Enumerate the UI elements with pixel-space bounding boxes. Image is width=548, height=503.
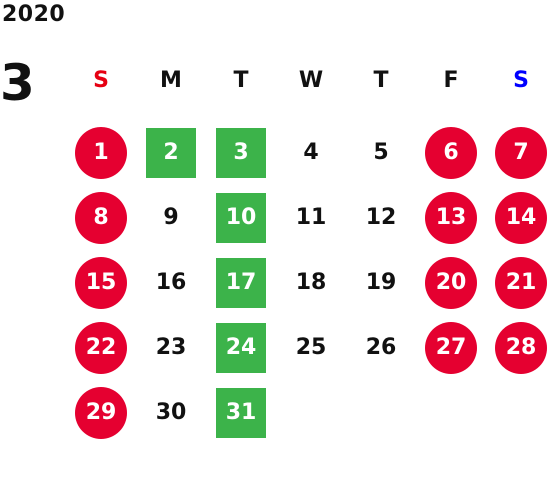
- day-cell: 15: [66, 250, 136, 315]
- day-cell: 20: [416, 250, 486, 315]
- weekday-sun: S: [93, 67, 109, 93]
- day-number: 12: [365, 205, 397, 230]
- day-holiday: 28: [495, 321, 547, 374]
- day-cell: 18: [276, 250, 346, 315]
- day-number: 11: [295, 205, 327, 230]
- day-cell: 12: [346, 185, 416, 250]
- day-number: 4: [303, 140, 319, 165]
- year-label: 2020: [2, 2, 66, 27]
- month-label: 3: [0, 54, 35, 112]
- day-cell: 25: [276, 315, 346, 380]
- day-cell: 31: [206, 380, 276, 445]
- day-highlighted: 24: [216, 322, 266, 373]
- day-number: 25: [295, 335, 327, 360]
- day-highlighted: 10: [216, 192, 266, 243]
- day-holiday: 14: [495, 191, 547, 244]
- day-highlighted: 17: [216, 257, 266, 308]
- day-cell: 9: [136, 185, 206, 250]
- day-holiday: 21: [495, 256, 547, 309]
- day-holiday: 7: [495, 126, 547, 179]
- day-cell: 27: [416, 315, 486, 380]
- day-cell: 11: [276, 185, 346, 250]
- day-number: 18: [295, 270, 327, 295]
- day-cell: 8: [66, 185, 136, 250]
- day-cell: 4: [276, 120, 346, 185]
- day-cell: 13: [416, 185, 486, 250]
- day-cell: 3: [206, 120, 276, 185]
- day-number: 5: [373, 140, 389, 165]
- day-holiday: 1: [75, 126, 127, 179]
- day-cell: 16: [136, 250, 206, 315]
- day-cell: 2: [136, 120, 206, 185]
- day-number: 9: [163, 205, 179, 230]
- day-holiday: 6: [425, 126, 477, 179]
- day-highlighted: 31: [216, 387, 266, 438]
- weekday-sat: S: [513, 67, 529, 93]
- day-holiday: 13: [425, 191, 477, 244]
- day-holiday: 27: [425, 321, 477, 374]
- day-cell: 30: [136, 380, 206, 445]
- day-cell: 26: [346, 315, 416, 380]
- day-cell: 23: [136, 315, 206, 380]
- day-cell: 28: [486, 315, 548, 380]
- day-highlighted: 3: [216, 127, 266, 178]
- weekday-thu: T: [373, 67, 389, 93]
- day-cell: 21: [486, 250, 548, 315]
- day-holiday: 22: [75, 321, 127, 374]
- day-number: 30: [155, 400, 187, 425]
- day-cell: 22: [66, 315, 136, 380]
- day-cell: 19: [346, 250, 416, 315]
- weekday-mon: M: [160, 67, 182, 93]
- day-number: 26: [365, 335, 397, 360]
- weekday-wed: W: [298, 67, 324, 93]
- day-number: 23: [155, 335, 187, 360]
- day-cell: 7: [486, 120, 548, 185]
- day-cell: 24: [206, 315, 276, 380]
- day-number: 16: [155, 270, 187, 295]
- day-cell: 6: [416, 120, 486, 185]
- day-cell: 1: [66, 120, 136, 185]
- day-holiday: 8: [75, 191, 127, 244]
- day-cell: 5: [346, 120, 416, 185]
- weekday-tue: T: [233, 67, 249, 93]
- day-holiday: 15: [75, 256, 127, 309]
- day-cell: 14: [486, 185, 548, 250]
- day-cell: 29: [66, 380, 136, 445]
- weekday-fri: F: [443, 67, 459, 93]
- day-holiday: 20: [425, 256, 477, 309]
- day-holiday: 29: [75, 386, 127, 439]
- day-number: 19: [365, 270, 397, 295]
- day-cell: 17: [206, 250, 276, 315]
- day-highlighted: 2: [146, 127, 196, 178]
- day-cell: 10: [206, 185, 276, 250]
